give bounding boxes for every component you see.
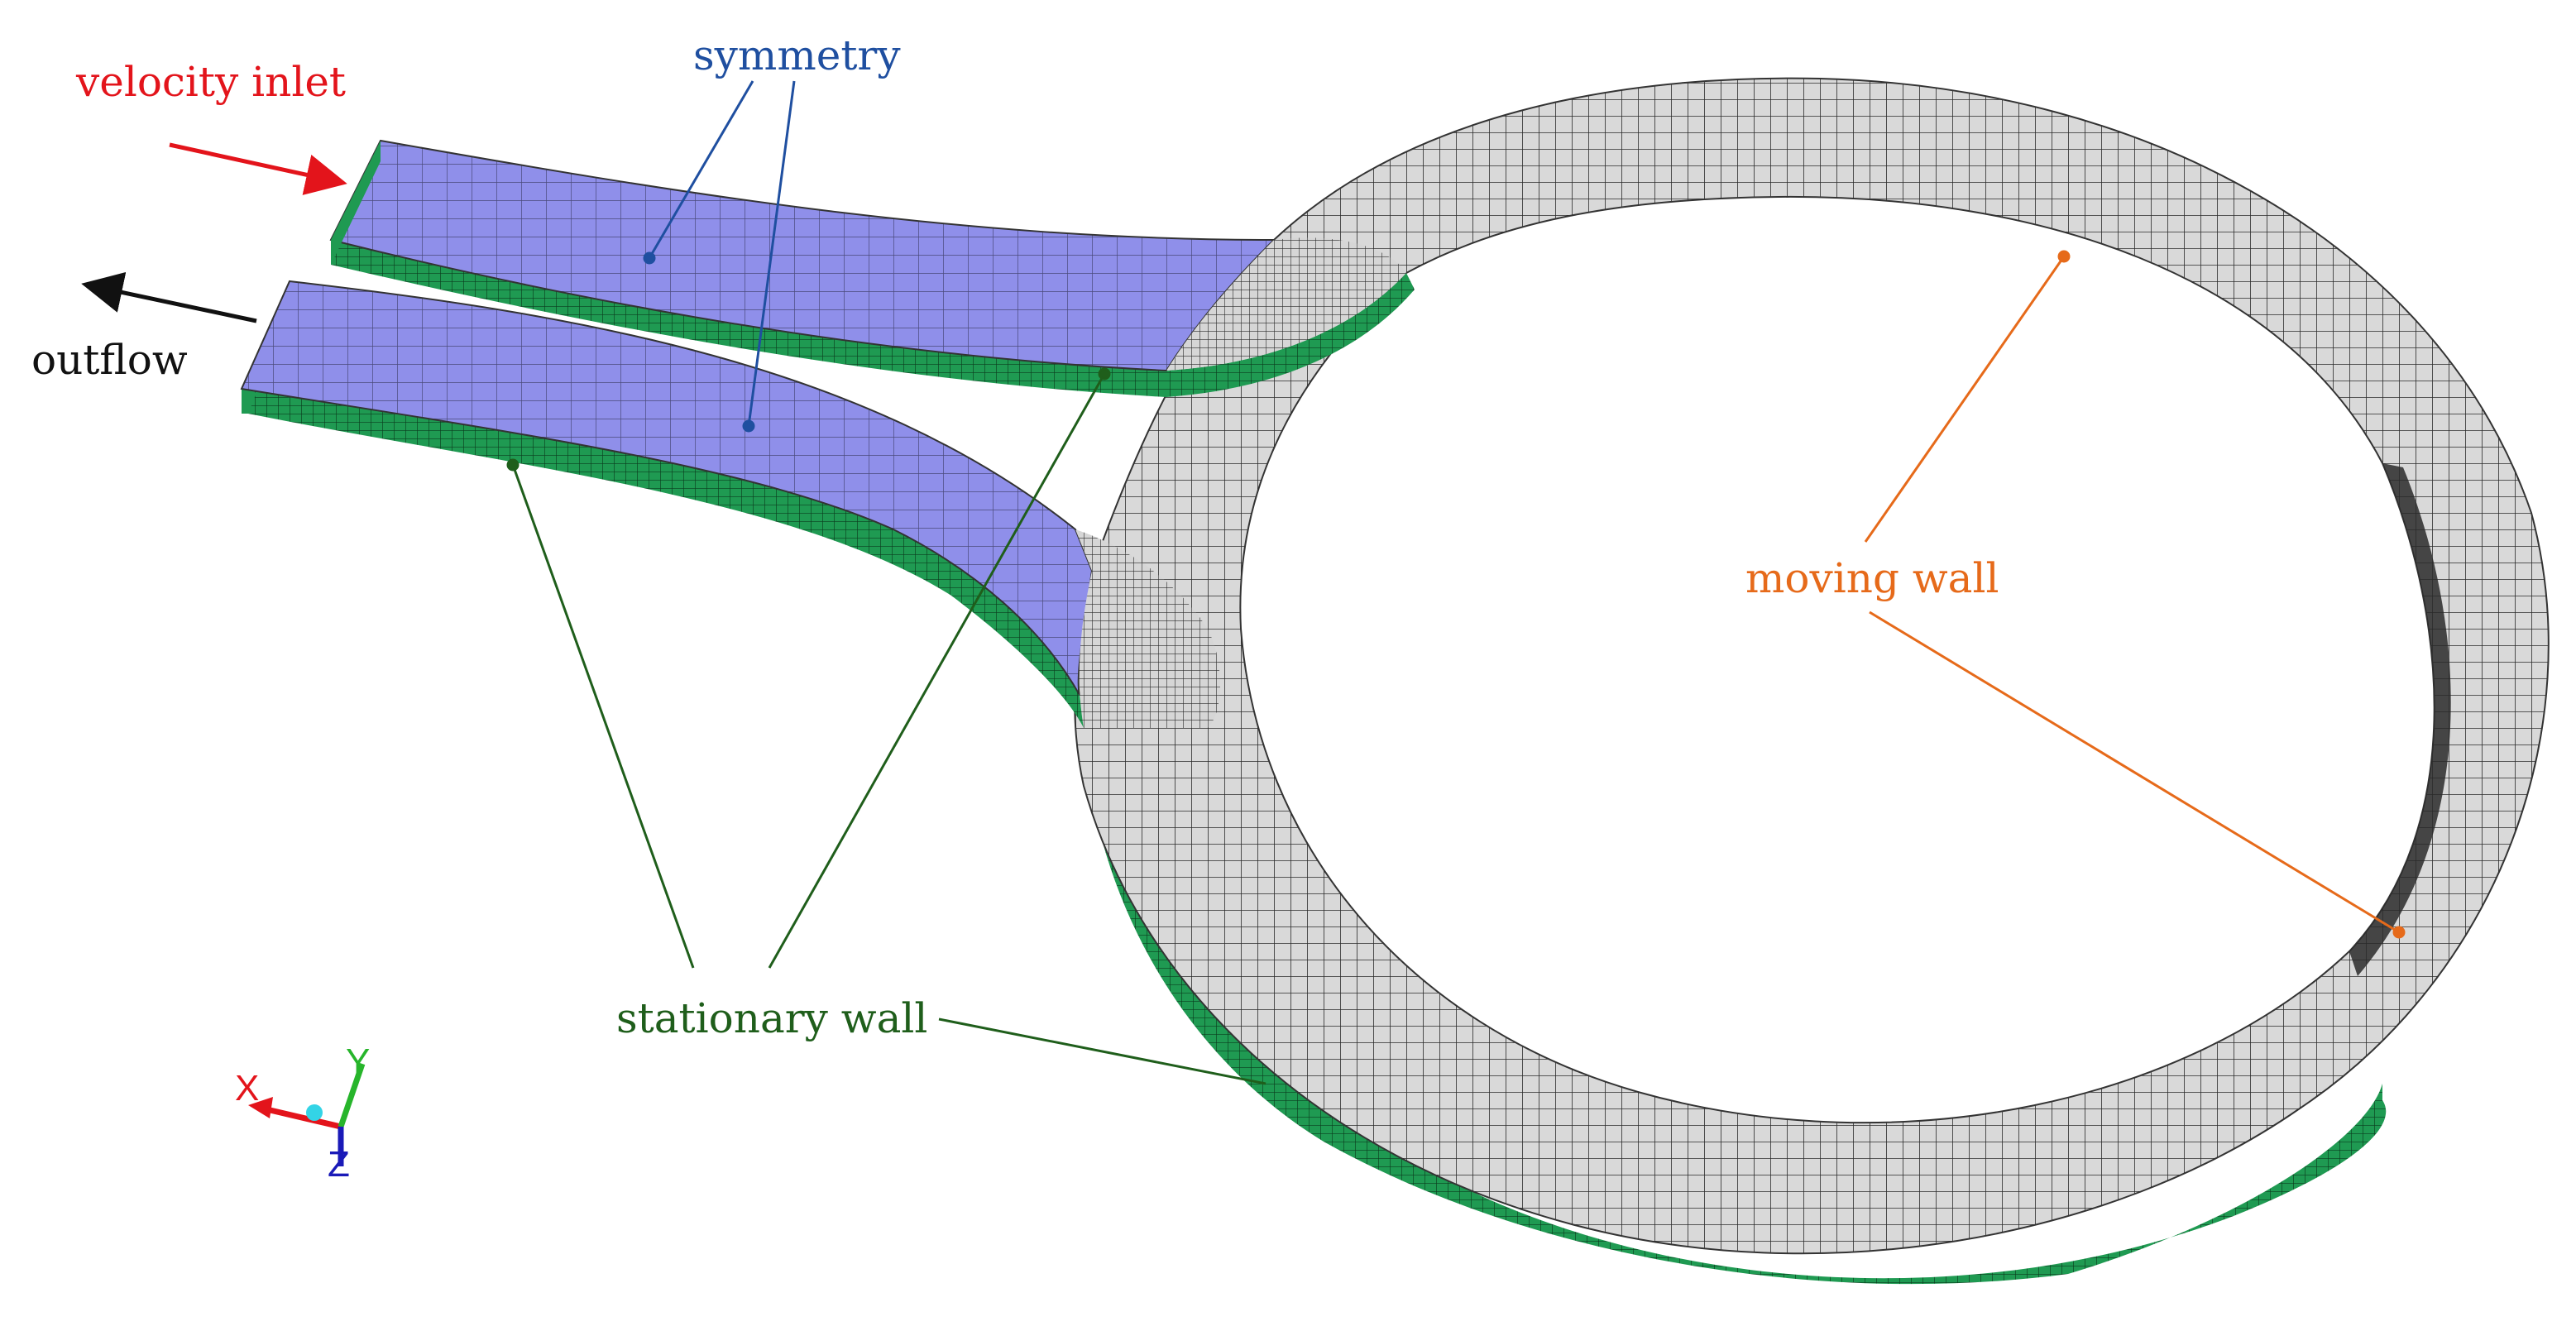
axis-triad: X Y Z — [235, 1041, 370, 1185]
symmetry-label: symmetry — [693, 31, 901, 79]
inlet-channel — [329, 139, 1415, 397]
velocity-inlet-label: velocity inlet — [75, 58, 346, 106]
stationary-wall-leaders — [506, 367, 1266, 1085]
stationary-wall-label: stationary wall — [616, 994, 927, 1042]
inlet-transition-mesh — [1166, 237, 1406, 371]
outflow-transition-mesh — [1075, 529, 1220, 728]
velocity-inlet-arrow — [169, 142, 347, 195]
inlet-channel-end-face — [331, 141, 381, 265]
axis-z-label: Z — [328, 1144, 350, 1185]
moving-wall-leaders — [1864, 250, 2406, 939]
outflow-arrow — [81, 271, 257, 323]
outflow-channel-side-wall — [242, 389, 1084, 728]
inlet-channel-side-wall — [331, 240, 1415, 397]
axis-y-label: Y — [346, 1041, 370, 1082]
axis-x-label: X — [235, 1068, 259, 1108]
axis-x-arrowhead — [248, 1097, 273, 1118]
outflow-channel-end-face — [242, 389, 256, 414]
triad-origin-dot — [306, 1104, 323, 1121]
outflow-channel-symmetry-face — [240, 280, 1094, 696]
axis-x-line — [262, 1105, 342, 1130]
outflow-label: outflow — [31, 336, 188, 384]
symmetry-leaders — [643, 80, 796, 433]
moving-wall-label: moving wall — [1745, 554, 1999, 602]
ring-inner-side-wall — [2349, 463, 2451, 976]
axis-y-line — [338, 1062, 366, 1128]
outflow-channel — [240, 280, 1220, 728]
